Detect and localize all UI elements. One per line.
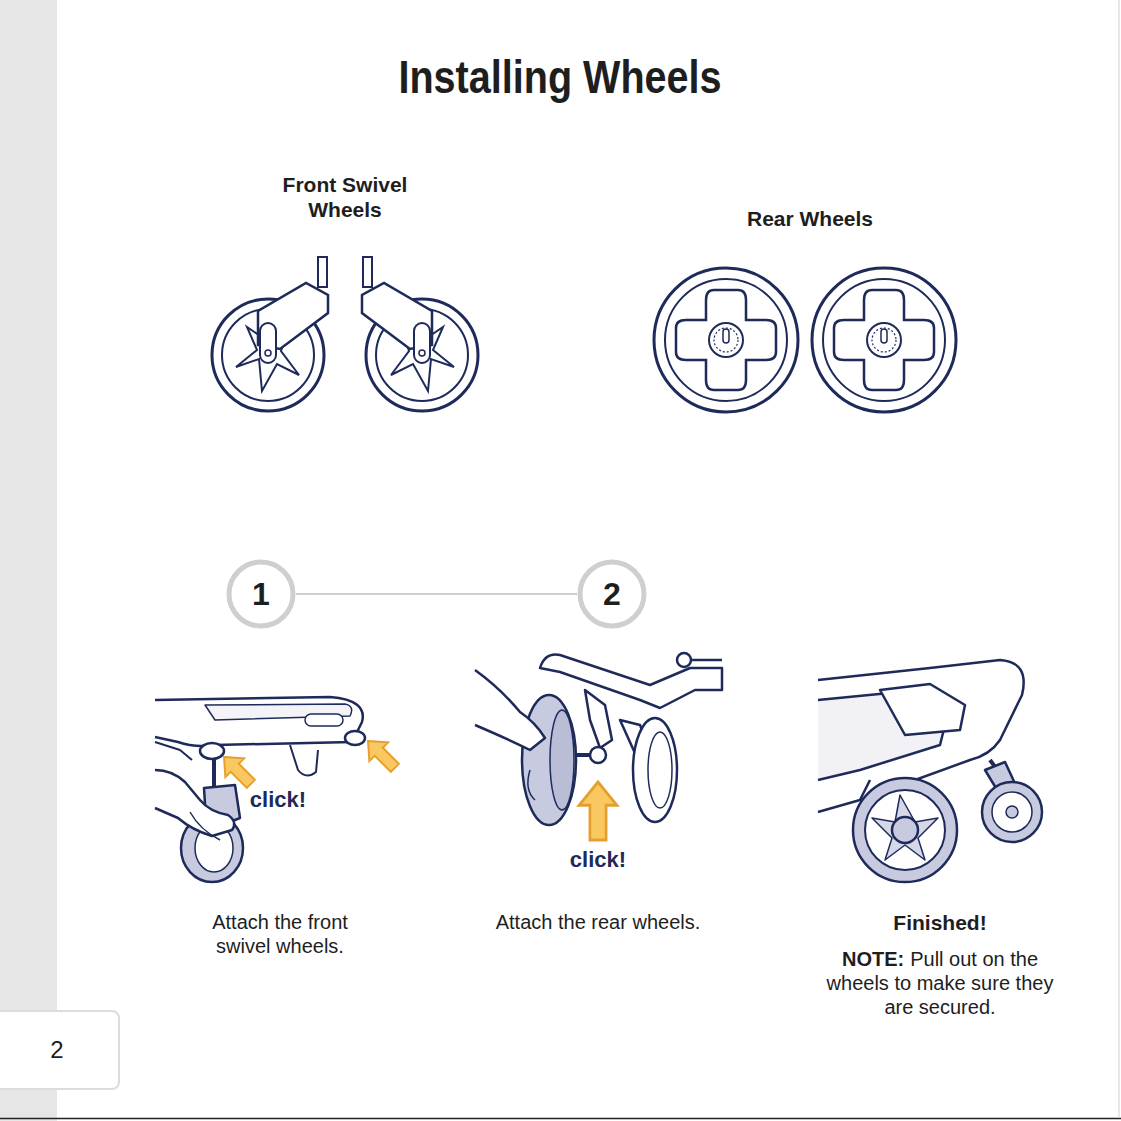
part-name: Front Swivel Wheels (265, 172, 425, 222)
step-instruction: Attach the rear wheels. (470, 910, 726, 934)
click-callout: click! (558, 847, 638, 873)
note-heading: NOTE: (842, 948, 904, 970)
step-label: 2 (603, 576, 621, 613)
step-number: 2 (577, 559, 647, 629)
note-block: NOTE:Pull out on the wheels to make sure… (820, 947, 1060, 1019)
page-title: Installing Wheels (302, 50, 818, 105)
page-number: 2 (50, 1036, 63, 1064)
step-label: 1 (252, 576, 270, 613)
step-number: 1 (226, 559, 296, 629)
step-instruction: Attach the front swivel wheels. (195, 910, 365, 958)
part-name: Rear Wheels (700, 206, 920, 231)
click-callout: click! (238, 787, 318, 813)
finished-heading: Finished! (840, 910, 1040, 935)
page-number-tab: 2 (0, 1010, 120, 1090)
step-connector (296, 593, 577, 595)
